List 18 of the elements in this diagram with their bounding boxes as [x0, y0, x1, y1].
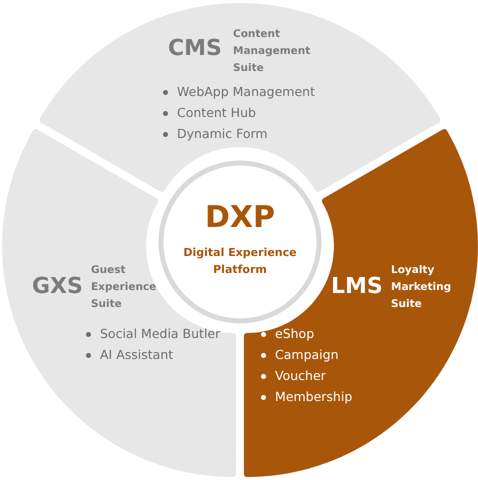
- pie-segment: [37, 1, 443, 194]
- suite-acronym: LMS: [331, 274, 383, 299]
- platform-title: Digital Experience Platform: [182, 245, 298, 278]
- center-circle: [157, 159, 323, 325]
- platform-acronym: DXP: [204, 200, 276, 235]
- feature-list-item: Social Media Butler: [86, 326, 220, 341]
- feature-list-item: Voucher: [261, 368, 326, 383]
- feature-list-item: Content Hub: [163, 105, 256, 120]
- feature-list-item: Campaign: [261, 347, 338, 362]
- suite-acronym: GXS: [32, 274, 83, 299]
- suite-title: Guest Experience Suite: [91, 263, 158, 312]
- suite-acronym: CMS: [168, 36, 222, 61]
- suite-title: Content Management Suite: [233, 27, 312, 76]
- feature-list-item: Membership: [261, 389, 352, 404]
- feature-list-item: eShop: [261, 326, 314, 341]
- feature-list-item: AI Assistant: [86, 347, 174, 362]
- suite-title: Loyalty Marketing Suite: [391, 263, 452, 312]
- feature-list-item: WebApp Management: [163, 84, 315, 99]
